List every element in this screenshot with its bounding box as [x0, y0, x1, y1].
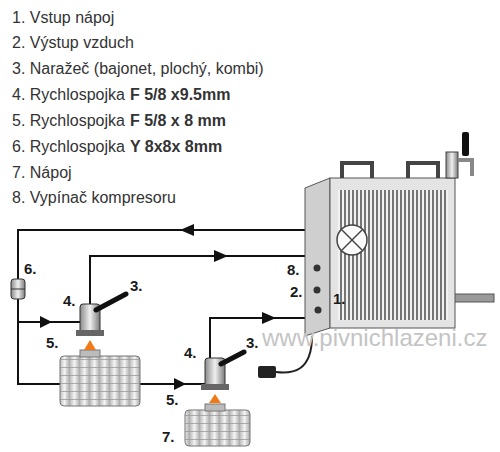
orange-arrow	[209, 394, 221, 403]
callout-number: 3.	[246, 334, 259, 351]
callout-number: 5.	[166, 391, 179, 408]
handle	[342, 163, 372, 178]
flow-arrow	[262, 312, 276, 324]
y-splitter	[11, 279, 25, 299]
keg	[185, 404, 250, 446]
coupler	[76, 294, 126, 350]
legend-item: 3. Naražeč (bajonet, plochý, kombi)	[12, 60, 264, 78]
legend-item: 8. Vypínač kompresoru	[12, 189, 176, 207]
legend-item: 1. Vstup nápoj	[12, 9, 114, 27]
flow-arrow	[174, 378, 186, 390]
plug	[258, 366, 276, 378]
legend-spec: Y 8x8x 8mm	[130, 138, 222, 156]
legend-spec: F 5/8 x 8 mm	[130, 112, 226, 130]
air-outlet	[314, 287, 321, 294]
watermark: www.pivnichlazeni.cz	[262, 324, 487, 352]
cooler-side	[305, 178, 330, 336]
cooler-grille	[338, 190, 448, 320]
keg	[60, 350, 140, 406]
callout-number: 4.	[184, 344, 197, 361]
tap	[446, 132, 472, 178]
callout-number: 1.	[333, 290, 346, 307]
callout-number: 6.	[24, 260, 37, 277]
callout-number: 2.	[290, 283, 303, 300]
legend-item: 5. Rychlospojka	[12, 112, 125, 130]
legend-item: 6. Rychlospojka	[12, 138, 125, 156]
legend-item: 2. Výstup vzduch	[12, 34, 134, 52]
legend-item: 7. Nápoj	[12, 164, 72, 182]
callout-number: 7.	[162, 428, 175, 445]
flow-arrow	[214, 250, 228, 262]
callout-number: 4.	[63, 292, 76, 309]
coupler	[201, 352, 244, 403]
beverage-inlet	[315, 307, 322, 314]
orange-arrow	[84, 340, 96, 350]
beer-cooler	[258, 132, 494, 378]
switch	[314, 265, 321, 272]
cooler-front	[330, 178, 455, 328]
flow-arrow	[40, 316, 52, 328]
callout-number: 3.	[130, 277, 143, 294]
callout-number: 5.	[46, 334, 59, 351]
handle	[408, 163, 438, 178]
legend-item: 4. Rychlospojka	[12, 86, 125, 104]
fan	[337, 225, 367, 255]
callout-number: 8.	[287, 261, 300, 278]
legend-spec: F 5/8 x9.5mm	[130, 86, 231, 104]
flow-arrow	[180, 224, 194, 236]
